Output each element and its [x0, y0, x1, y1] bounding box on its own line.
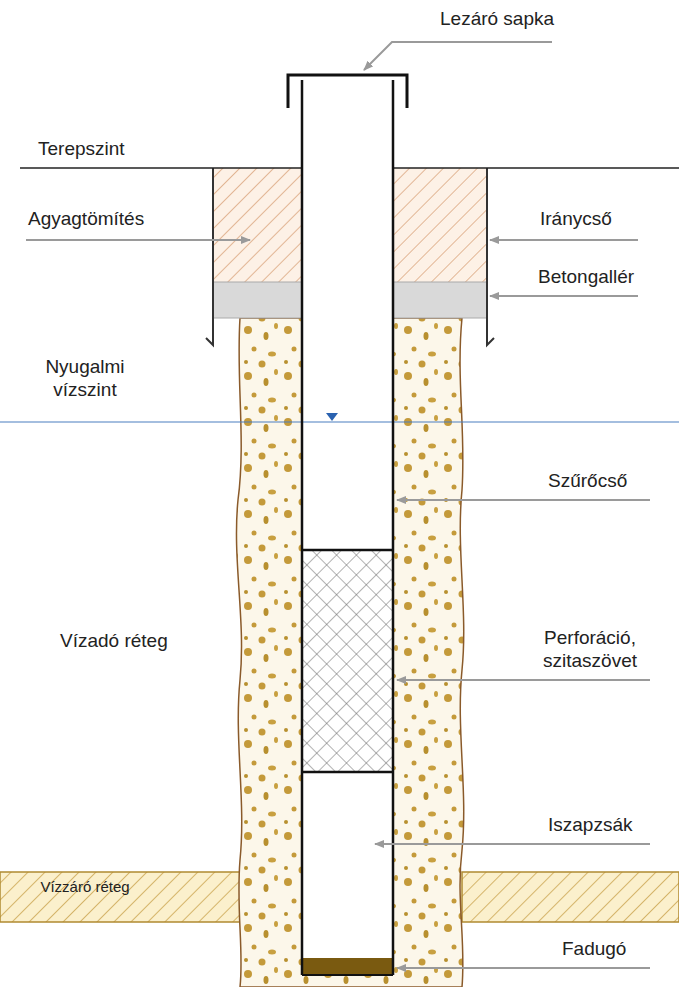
screen-edge: [302, 549, 393, 552]
screen-mesh: [302, 550, 393, 772]
impermeable-layer: [0, 872, 250, 922]
ground-line: [20, 167, 302, 169]
water-level-label: Nyugalmi vízszint: [30, 356, 140, 402]
guide-casing: [487, 168, 494, 345]
leader-line: [490, 295, 638, 297]
leader-lines: [26, 42, 650, 968]
leader-line: [397, 967, 650, 969]
screen-pipe-label: Szűrőcső: [548, 470, 627, 493]
clay-label: Agyagtömítés: [28, 208, 144, 231]
leader-line: [375, 843, 650, 845]
sump-label: Iszapzsák: [548, 814, 632, 837]
leader-line: [26, 239, 250, 241]
aquiclude-label: Vízzáró réteg: [40, 877, 130, 897]
wooden-plug: [302, 958, 393, 975]
leader-line: [397, 499, 650, 501]
leader-line: [490, 239, 638, 241]
pipe-wall: [301, 80, 304, 975]
perforation-label: Perforáció, szitaszövet: [515, 627, 665, 673]
cap: [288, 75, 407, 108]
water-level-line: [0, 421, 679, 422]
clay-seal: [213, 168, 302, 282]
screen-edge: [302, 771, 393, 774]
concrete-collar: [213, 282, 302, 318]
ground-label: Terepszint: [38, 138, 125, 161]
aquifer-label: Vízadó réteg: [60, 630, 168, 653]
concrete-collar: [393, 282, 487, 318]
guide-casing: [206, 168, 213, 345]
collar-label: Betongallér: [538, 266, 634, 289]
leader-line: [364, 42, 552, 70]
impermeable-layer: [462, 872, 679, 922]
pipe-bottom: [302, 974, 393, 976]
leader-line: [397, 679, 650, 681]
ground-line: [393, 167, 679, 169]
cap-label: Lezáró sapka: [440, 8, 554, 31]
plug-label: Fadugó: [562, 938, 626, 961]
pipe-wall: [392, 80, 395, 975]
water-level-symbol: [326, 413, 338, 421]
clay-seal: [393, 168, 487, 282]
casing-label: Iránycső: [540, 208, 612, 231]
pipe-interior: [302, 80, 393, 975]
